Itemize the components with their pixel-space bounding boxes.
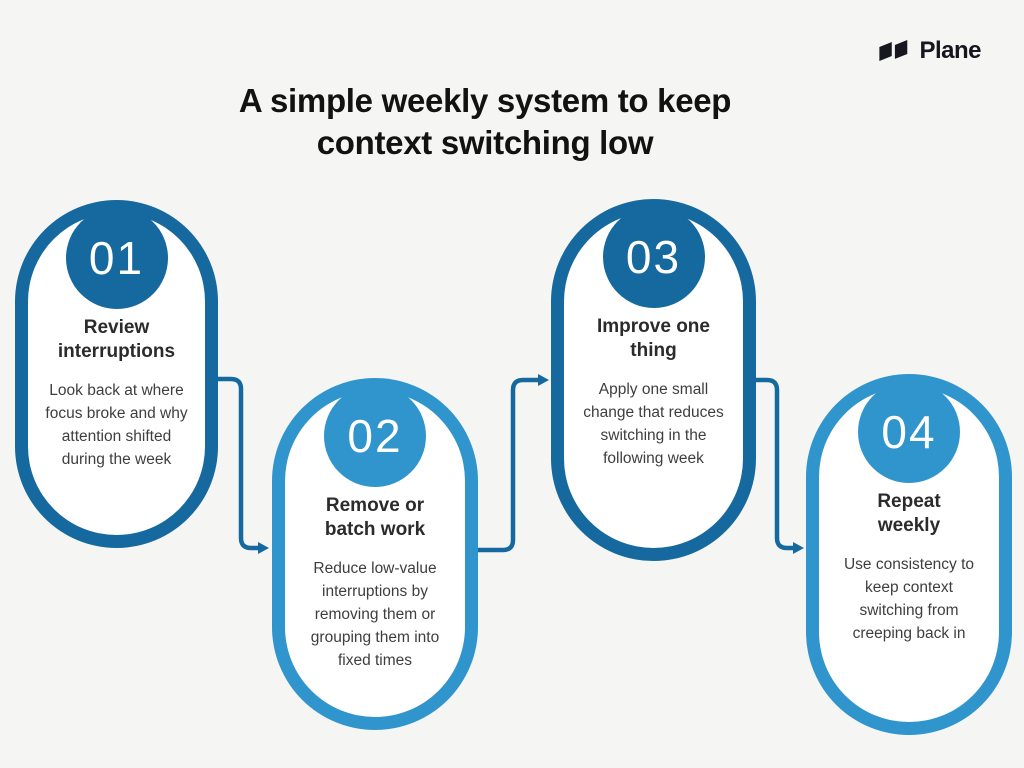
step-04-description: Use consistency to keep context switchin… xyxy=(843,556,975,642)
step-01-description: Look back at where focus broke and why a… xyxy=(45,382,188,468)
step-02-description: Reduce low-value interruptions by removi… xyxy=(310,560,440,669)
arrowhead-step3-to-step4 xyxy=(793,542,804,554)
step-card-01: 01 Review interruptions Look back at whe… xyxy=(15,200,218,548)
step-01-content: Review interruptions Look back at where … xyxy=(29,316,204,471)
page-title-line-1: A simple weekly system to keep xyxy=(238,82,732,119)
arrow-step3-to-step4 xyxy=(753,377,796,551)
arrow-step1-to-step2 xyxy=(215,376,261,551)
step-04-content: Repeat weekly Use consistency to keep co… xyxy=(820,490,998,645)
step-01-number-badge: 01 xyxy=(65,207,168,309)
arrowhead-step1-to-step2 xyxy=(258,542,269,554)
step-card-04: 04 Repeat weekly Use consistency to keep… xyxy=(806,374,1012,735)
step-02-number-badge: 02 xyxy=(324,385,426,487)
step-01-title: Review interruptions xyxy=(57,317,176,362)
step-02-content: Remove or batch work Reduce low-value in… xyxy=(286,494,464,672)
arrowhead-step2-to-step3 xyxy=(538,374,549,386)
step-03-description: Apply one small change that reduces swit… xyxy=(583,381,724,467)
step-02-title: Remove or batch work xyxy=(324,495,426,540)
step-01-number: 01 xyxy=(88,232,145,284)
step-03-number: 03 xyxy=(625,231,682,283)
step-card-02: 02 Remove or batch work Reduce low-value… xyxy=(272,378,478,730)
step-03-number-badge: 03 xyxy=(602,206,705,308)
step-04-number-badge: 04 xyxy=(858,381,960,483)
arrow-step2-to-step3 xyxy=(475,377,541,553)
step-02-number: 02 xyxy=(347,410,403,462)
plane-logo-icon xyxy=(879,39,908,61)
page-title-line-2: context switching low xyxy=(316,124,654,161)
step-04-number: 04 xyxy=(881,406,937,458)
page-title: A simple weekly system to keep context sw… xyxy=(120,80,850,164)
step-03-content: Improve one thing Apply one small change… xyxy=(565,315,742,470)
step-card-03: 03 Improve one thing Apply one small cha… xyxy=(551,199,756,561)
plane-logo-text: Plane xyxy=(919,37,981,64)
plane-logo: Plane xyxy=(877,37,981,65)
step-04-title: Repeat weekly xyxy=(877,491,941,536)
step-03-title: Improve one thing xyxy=(597,316,710,361)
